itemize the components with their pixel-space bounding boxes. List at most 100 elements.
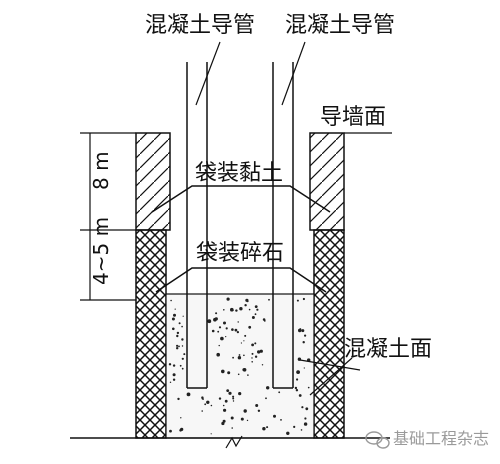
concrete-speckle [232, 397, 235, 400]
concrete-speckle [234, 328, 238, 332]
concrete-speckle [237, 321, 239, 323]
tremie-pipe-right [272, 62, 294, 389]
concrete-speckle [261, 364, 264, 366]
concrete-speckle [201, 410, 203, 412]
concrete-speckle [176, 344, 179, 347]
concrete-speckle [245, 298, 249, 302]
concrete-speckle [168, 363, 172, 366]
concrete-speckle [304, 417, 307, 420]
concrete-speckle [178, 345, 180, 348]
concrete-speckle [299, 328, 302, 331]
concrete-speckle [171, 317, 175, 321]
concrete-speckle [239, 307, 243, 311]
concrete-fill [165, 293, 315, 439]
concrete-speckle [251, 361, 253, 363]
dimension-lines [80, 132, 136, 301]
concrete-speckle [304, 334, 307, 337]
concrete-speckle [251, 352, 254, 355]
concrete-speckle [186, 392, 191, 397]
concrete-speckle [242, 368, 247, 372]
concrete-speckle [213, 317, 217, 322]
concrete-speckle [296, 370, 300, 374]
concrete-speckle [228, 391, 232, 395]
concrete-speckle [238, 354, 241, 356]
concrete-speckle [246, 419, 249, 422]
concrete-speckle [210, 404, 213, 407]
concrete-speckle [298, 394, 302, 397]
concrete-speckle [217, 330, 220, 333]
concrete-speckles [168, 297, 311, 435]
concrete-speckle [181, 357, 184, 360]
concrete-speckle [266, 426, 269, 429]
label-concrete-surface: 混凝土面 [344, 337, 432, 362]
concrete-speckle [232, 395, 235, 398]
concrete-speckle [181, 338, 184, 341]
concrete-speckle [216, 352, 220, 357]
concrete-speckle [223, 309, 225, 311]
concrete-speckle [179, 364, 182, 367]
concrete-speckle [266, 386, 270, 390]
concrete-speckle [307, 386, 310, 389]
concrete-speckle [268, 298, 270, 301]
concrete-speckle [280, 419, 282, 421]
concrete-speckle [169, 381, 172, 383]
concrete-speckle [223, 321, 226, 325]
concrete-speckle [237, 373, 240, 376]
concrete-speckle [254, 342, 257, 345]
concrete-speckle [181, 325, 183, 328]
watermark-text: 基础工程杂志 [393, 429, 489, 448]
concrete-speckle [238, 392, 242, 396]
concrete-speckle [221, 421, 225, 426]
concrete-speckle [244, 304, 247, 307]
concrete-speckle [243, 354, 245, 357]
guide-wall [135, 132, 345, 231]
ground-line [70, 435, 390, 449]
concrete-speckle [302, 341, 305, 344]
label-pipe-left: 混凝土导管 [145, 13, 255, 38]
concrete-speckle [178, 322, 181, 325]
concrete-speckle [243, 340, 245, 342]
concrete-speckle [300, 429, 303, 431]
concrete-speckle [182, 315, 184, 317]
dimension-upper: 8 m [89, 151, 113, 190]
concrete-speckle [230, 416, 234, 420]
concrete-speckle [172, 364, 176, 367]
concrete-speckle [176, 347, 179, 350]
concrete-speckle [254, 305, 258, 308]
concrete-speckle [218, 397, 222, 400]
concrete-speckle [180, 427, 184, 431]
concrete-speckle [256, 308, 259, 311]
concrete-speckle [218, 326, 222, 329]
concrete-speckle [257, 409, 261, 412]
concrete-speckle [296, 299, 299, 302]
concrete-speckle [220, 336, 224, 341]
concrete-speckle [169, 429, 172, 433]
concrete-speckle [293, 425, 296, 428]
trench-wall [135, 229, 345, 439]
concrete-speckle [296, 378, 299, 381]
concrete-speckle [305, 407, 309, 411]
concrete-speckle [248, 308, 251, 311]
trench-wall-left [135, 229, 167, 439]
concrete-speckle [215, 312, 218, 315]
label-bagged-clay: 袋装黏土 [195, 161, 283, 186]
concrete-speckle [181, 367, 184, 370]
concrete-speckle [226, 389, 230, 392]
label-wall-top: 导墙面 [320, 105, 386, 130]
concrete-speckle [207, 319, 212, 324]
concrete-speckle [262, 427, 266, 431]
concrete-speckle [227, 371, 231, 375]
concrete-speckle [248, 325, 252, 329]
concrete-speckle [180, 417, 182, 419]
concrete-speckle [211, 329, 215, 333]
concrete-speckle [226, 297, 230, 301]
watermark: 基础工程杂志 [365, 429, 489, 449]
concrete-speckle [201, 396, 204, 399]
guide-wall-right [309, 132, 345, 231]
leader-lines [195, 41, 392, 396]
concrete-speckle [273, 414, 276, 418]
concrete-speckle [240, 417, 244, 421]
concrete-speckle [221, 369, 225, 374]
concrete-speckle [204, 403, 207, 406]
